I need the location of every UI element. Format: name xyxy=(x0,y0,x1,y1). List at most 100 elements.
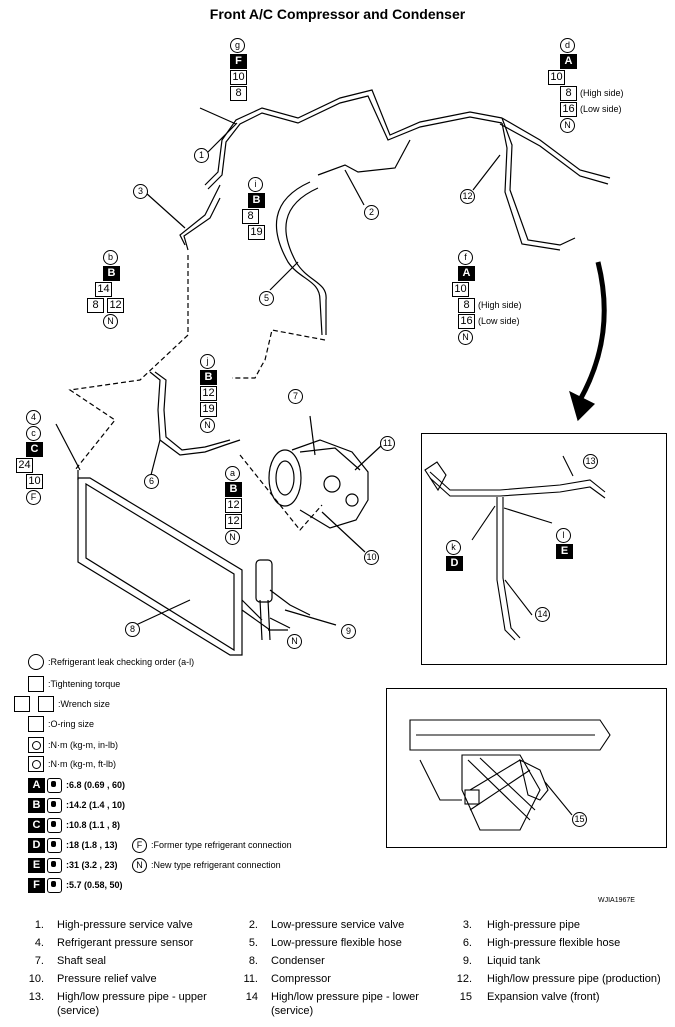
part-number: 3. xyxy=(462,919,472,931)
torque-wrench-icon xyxy=(47,817,62,833)
spec-j: j B 12 19 N xyxy=(200,354,217,434)
condenser-body xyxy=(77,477,243,656)
part-label: Liquid tank xyxy=(487,955,541,967)
callout-15: 15 xyxy=(572,812,587,827)
torque-wrench-icon xyxy=(47,877,62,893)
part-label: High-pressure flexible hose xyxy=(487,937,621,949)
callout-14: 14 xyxy=(535,607,550,622)
torque-value-a: 6.8 (0.69 , 60) xyxy=(69,780,126,790)
part-label: High/low pressure pipe (production) xyxy=(487,973,661,985)
wrench-size: 10 xyxy=(230,70,247,85)
part-label: High-pressure service valve xyxy=(57,919,193,931)
spec-k: k D xyxy=(446,540,463,572)
callout-5: 5 xyxy=(259,291,274,306)
page-title: Front A/C Compressor and Condenser xyxy=(209,6,466,22)
leak-order-c: c xyxy=(26,426,41,441)
service-pipe-inset xyxy=(421,433,667,665)
part-number: 11. xyxy=(243,973,258,985)
new-type-symbol: N xyxy=(132,857,147,873)
part-label: High-pressure pipe xyxy=(487,919,580,931)
torque-code: B xyxy=(103,266,120,281)
figure-code: WJIA1967E xyxy=(598,897,635,904)
wrench-size: 12 xyxy=(200,386,217,401)
spec-a: a B 12 12 N xyxy=(225,466,242,546)
torque-code: A xyxy=(458,266,475,281)
leak-order-a: a xyxy=(225,466,240,481)
callout-8: 8 xyxy=(125,622,140,637)
legend-nm-ft: N·m (kg-m, ft-lb) xyxy=(50,759,117,769)
torque-value-e: 31 (3.2 , 23) xyxy=(69,860,118,870)
connection-type: F xyxy=(26,490,41,505)
former-type-symbol: F xyxy=(132,837,147,853)
oring-symbol xyxy=(28,716,44,732)
torque-code: F xyxy=(230,54,247,69)
torque-wrench-icon xyxy=(47,777,62,793)
wrench-size-2: 8 xyxy=(87,298,104,313)
part-number: 9. xyxy=(462,955,472,967)
legend-wrench: Wrench size xyxy=(60,699,110,709)
wrench-size: 14 xyxy=(95,282,112,297)
high-side-label: (High side) xyxy=(478,300,522,310)
wrench-size: 24 xyxy=(16,458,33,473)
torque-symbol xyxy=(28,676,44,692)
connection-type: N xyxy=(225,530,240,545)
legend-new: New type refrigerant connection xyxy=(153,860,281,870)
part-number: 13. xyxy=(28,991,44,1003)
torque-code: E xyxy=(556,544,573,559)
part-label: Refrigerant pressure sensor xyxy=(57,937,194,949)
callout-12: 12 xyxy=(460,189,475,204)
oring-size: 10 xyxy=(26,474,43,489)
wrench-size: 12 xyxy=(225,498,242,513)
part-label: Pressure relief valve xyxy=(57,973,157,985)
wrench-symbol-b xyxy=(38,696,54,712)
torque-wrench-icon xyxy=(47,857,62,873)
callout-9: 9 xyxy=(341,624,356,639)
leak-order-k: k xyxy=(446,540,461,555)
torque-code: C xyxy=(26,442,43,457)
torque-wrench-icon xyxy=(47,837,62,853)
connection-type: N xyxy=(560,118,575,133)
torque-code-b: B xyxy=(28,797,45,813)
torque-wrench-icon xyxy=(47,797,62,813)
leak-order-d: d xyxy=(560,38,575,53)
part-number: 4. xyxy=(34,937,44,949)
part-number: 2. xyxy=(248,919,258,931)
part-label: Condenser xyxy=(271,955,325,967)
high-side-label: (High side) xyxy=(580,88,624,98)
connection-type: N xyxy=(103,314,118,329)
callout-n-liquid-tank: N xyxy=(287,634,302,649)
torque-code: B xyxy=(248,193,265,208)
oring-size-low: 16 xyxy=(458,314,475,329)
leak-order-g: g xyxy=(230,38,245,53)
legend-former: Former type refrigerant connection xyxy=(153,840,292,850)
oring-size: 8 xyxy=(230,86,247,101)
torque-code-f: F xyxy=(28,877,45,893)
wrench-size: 8 xyxy=(242,209,259,224)
callout-6: 6 xyxy=(144,474,159,489)
callout-4: 4 xyxy=(26,410,41,425)
torque-value-c: 10.8 (1.1 , 8) xyxy=(69,820,121,830)
torque-code-c: C xyxy=(28,817,45,833)
leak-order-j: j xyxy=(200,354,215,369)
part-number: 10. xyxy=(28,973,44,985)
torque-code-d: D xyxy=(28,837,45,853)
callout-7: 7 xyxy=(288,389,303,404)
torque-code: A xyxy=(560,54,577,69)
oring-size: 12 xyxy=(107,298,125,313)
compressor-pulley xyxy=(268,449,302,507)
part-number: 8. xyxy=(248,955,258,967)
high-low-pipe-production xyxy=(501,117,576,246)
torque-code-a: A xyxy=(28,777,45,793)
spec-d: d A 10 8(High side) 16(Low side) N xyxy=(548,38,624,134)
part-number: 15 xyxy=(459,991,472,1003)
wrench-size: 10 xyxy=(452,282,469,297)
expansion-valve-inset xyxy=(386,688,667,848)
part-number: 14 xyxy=(245,991,258,1003)
part-label: Expansion valve (front) xyxy=(487,991,600,1003)
liquid-tank xyxy=(255,559,273,603)
torque-code: D xyxy=(446,556,463,571)
callout-1: 1 xyxy=(194,148,209,163)
leak-order-l: l xyxy=(556,528,571,543)
spec-f: f A 10 8(High side) 16(Low side) N xyxy=(452,250,522,346)
